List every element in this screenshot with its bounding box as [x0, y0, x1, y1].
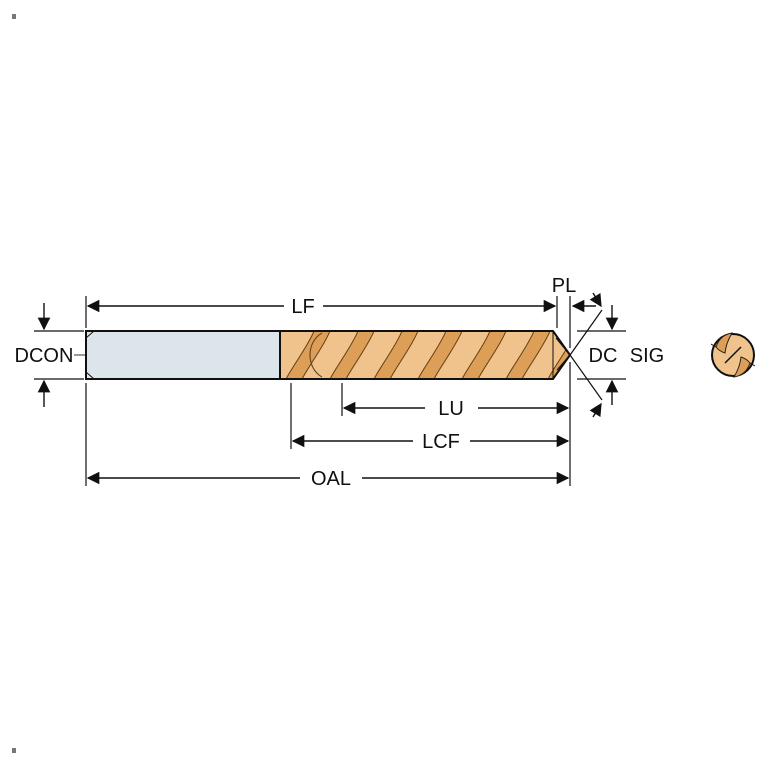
dim-label-oal: OAL	[311, 468, 351, 490]
end-view-flute	[733, 356, 751, 378]
dim-label-dcon: DCON	[15, 345, 74, 367]
dimension-pl	[569, 296, 596, 348]
dimension-lu	[341, 362, 571, 486]
dimension-dcon	[34, 303, 84, 407]
dimension-lf	[85, 296, 558, 328]
dim-label-lu: LU	[438, 398, 464, 420]
flute-runout-curve	[309, 332, 323, 378]
dimension-dc	[577, 305, 626, 405]
flute-stripe	[329, 331, 375, 379]
dim-label-dc: DC	[589, 345, 618, 367]
dim-label-pl: PL	[552, 275, 576, 297]
dim-label-lcf: LCF	[422, 431, 460, 453]
drill-end-view	[710, 332, 756, 378]
shank-chamfer-marks	[85, 330, 95, 380]
end-view-margin-lines	[710, 343, 756, 367]
end-view-flute	[715, 332, 733, 354]
drill-shank	[85, 330, 281, 380]
registration-mark	[12, 14, 16, 19]
flute-stripe	[505, 331, 551, 379]
flute-stripe	[417, 331, 463, 379]
dim-label-sig: SIG	[630, 345, 664, 367]
flute-stripe	[373, 331, 419, 379]
flute-stripe	[461, 331, 507, 379]
dimension-sig	[552, 292, 603, 418]
dimension-oal	[85, 383, 570, 486]
drill-side-view	[74, 330, 572, 380]
dim-label-lf: LF	[291, 296, 314, 318]
flute-stripe	[285, 331, 331, 379]
end-view-chisel-edge	[724, 346, 742, 364]
dimension-lcf	[290, 383, 570, 449]
registration-mark	[12, 748, 16, 753]
